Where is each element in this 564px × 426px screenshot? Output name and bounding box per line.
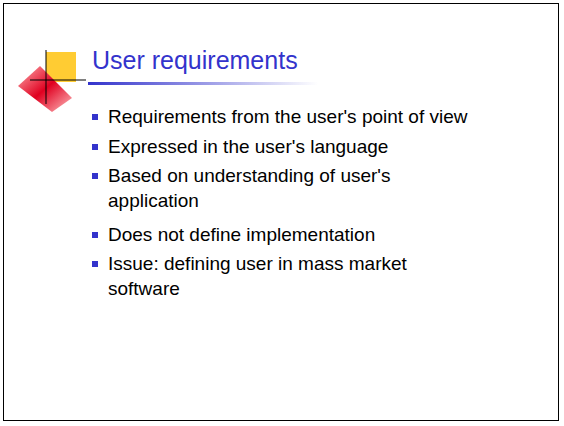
slide-title: User requirements xyxy=(92,46,298,75)
bullet-text: Issue: defining user in mass market soft… xyxy=(108,253,407,299)
bullet-item: Issue: defining user in mass market soft… xyxy=(92,251,468,301)
bullet-item: Expressed in the user's language xyxy=(92,134,468,159)
bullet-marker xyxy=(92,173,98,179)
bullet-item: Requirements from the user's point of vi… xyxy=(92,104,468,129)
bullet-text: Does not define implementation xyxy=(108,224,375,245)
bullet-marker xyxy=(92,232,98,238)
bullet-marker xyxy=(92,144,98,150)
bullet-text: Based on understanding of user's applica… xyxy=(108,165,391,211)
title-underline xyxy=(88,82,318,85)
bullet-marker xyxy=(92,261,98,267)
bullet-item: Based on understanding of user's applica… xyxy=(92,163,468,213)
cross-line xyxy=(46,50,47,104)
cross-line xyxy=(30,80,86,81)
bullet-list: Requirements from the user's point of vi… xyxy=(92,104,472,301)
bullet-text: Expressed in the user's language xyxy=(108,136,388,157)
bullet-marker xyxy=(92,114,98,120)
bullet-item: Does not define implementation xyxy=(92,222,468,247)
bullet-text: Requirements from the user's point of vi… xyxy=(108,106,468,127)
red-ribbon xyxy=(18,66,72,112)
